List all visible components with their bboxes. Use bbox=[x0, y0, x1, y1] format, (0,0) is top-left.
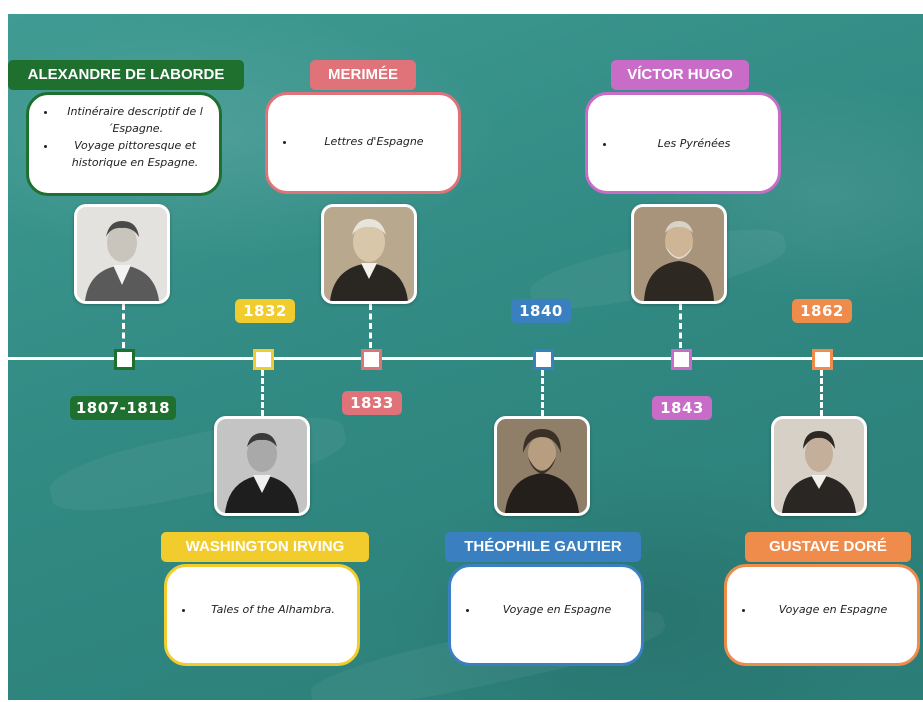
timeline-slide: 1807-1818 1832 1833 1840 1843 1862 ALEXA… bbox=[8, 14, 923, 700]
works-box-laborde: Intinéraire descriptif de l ´Espagne. Vo… bbox=[26, 92, 222, 196]
marker-hugo bbox=[671, 349, 692, 370]
connector-irving bbox=[261, 370, 264, 416]
work-item: Voyage en Espagne bbox=[755, 601, 911, 618]
name-label-irving: WASHINGTON IRVING bbox=[161, 532, 369, 562]
portrait-merimee bbox=[321, 204, 417, 304]
connector-hugo bbox=[679, 304, 682, 348]
works-list: Tales of the Alhambra. bbox=[167, 601, 357, 618]
name-label-merimee: MERIMÉE bbox=[310, 60, 416, 90]
year-label-gautier: 1840 bbox=[511, 299, 571, 323]
works-box-merimee: Lettres d'Espagne bbox=[265, 92, 461, 194]
timeline-axis bbox=[8, 357, 923, 360]
marker-laborde bbox=[114, 349, 135, 370]
works-list: Les Pyrénées bbox=[588, 135, 778, 152]
year-label-merimee: 1833 bbox=[342, 391, 402, 415]
work-item: Lettres d'Espagne bbox=[296, 133, 452, 150]
portrait-dore bbox=[771, 416, 867, 516]
works-list: Voyage en Espagne bbox=[451, 601, 641, 618]
work-item: Les Pyrénées bbox=[616, 135, 772, 152]
name-label-dore: GUSTAVE DORÉ bbox=[745, 532, 911, 562]
work-item: Voyage pittoresque et historique en Espa… bbox=[57, 137, 213, 171]
portrait-icon bbox=[774, 419, 864, 513]
portrait-icon bbox=[324, 207, 414, 301]
work-item: Intinéraire descriptif de l ´Espagne. bbox=[57, 103, 213, 137]
connector-dore bbox=[820, 370, 823, 416]
marker-irving bbox=[253, 349, 274, 370]
portrait-icon bbox=[217, 419, 307, 513]
portrait-laborde bbox=[74, 204, 170, 304]
portrait-irving bbox=[214, 416, 310, 516]
portrait-gautier bbox=[494, 416, 590, 516]
name-label-hugo: VÍCTOR HUGO bbox=[611, 60, 749, 90]
connector-gautier bbox=[541, 370, 544, 416]
portrait-icon bbox=[77, 207, 167, 301]
name-label-gautier: THÉOPHILE GAUTIER bbox=[445, 532, 641, 562]
portrait-hugo bbox=[631, 204, 727, 304]
portrait-icon bbox=[634, 207, 724, 301]
marker-merimee bbox=[361, 349, 382, 370]
year-label-laborde: 1807-1818 bbox=[70, 396, 176, 420]
portrait-icon bbox=[497, 419, 587, 513]
works-box-irving: Tales of the Alhambra. bbox=[164, 564, 360, 666]
works-box-gautier: Voyage en Espagne bbox=[448, 564, 644, 666]
works-box-dore: Voyage en Espagne bbox=[724, 564, 920, 666]
marker-dore bbox=[812, 349, 833, 370]
marker-gautier bbox=[533, 349, 554, 370]
works-list: Intinéraire descriptif de l ´Espagne. Vo… bbox=[29, 103, 219, 171]
work-item: Voyage en Espagne bbox=[479, 601, 635, 618]
works-box-hugo: Les Pyrénées bbox=[585, 92, 781, 194]
connector-merimee bbox=[369, 304, 372, 348]
works-list: Lettres d'Espagne bbox=[268, 133, 458, 150]
year-label-dore: 1862 bbox=[792, 299, 852, 323]
works-list: Voyage en Espagne bbox=[727, 601, 917, 618]
connector-laborde bbox=[122, 304, 125, 348]
name-label-laborde: ALEXANDRE DE LABORDE bbox=[8, 60, 244, 90]
year-label-irving: 1832 bbox=[235, 299, 295, 323]
year-label-hugo: 1843 bbox=[652, 396, 712, 420]
work-item: Tales of the Alhambra. bbox=[195, 601, 351, 618]
